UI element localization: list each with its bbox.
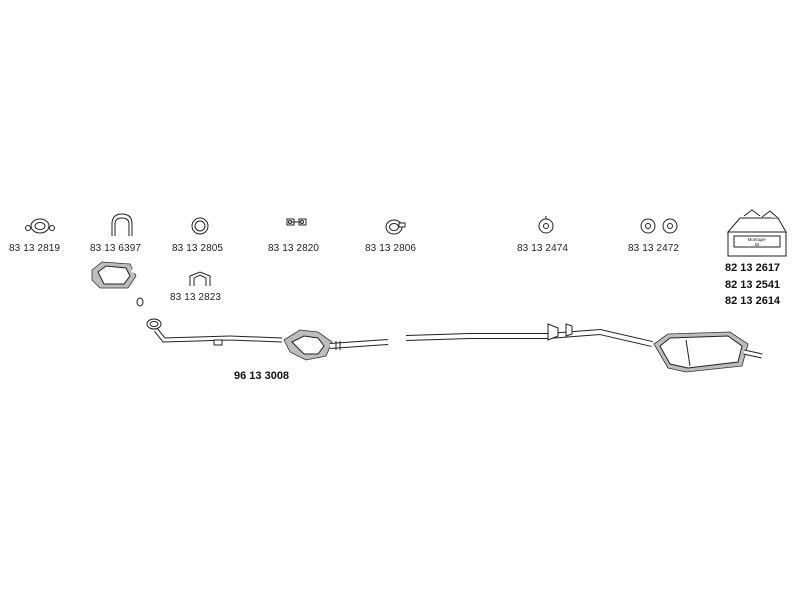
- u-bolt-icon: [111, 213, 133, 236]
- gasket-icon: [191, 217, 209, 235]
- part-number-gasket: 83 13 2805: [172, 243, 224, 254]
- kit-box-text: kit: [755, 242, 760, 247]
- part-number-band-clamp: 83 13 2806: [365, 243, 417, 254]
- front-pipe-catalyst-icon: [146, 318, 389, 361]
- catalyst-icon: [91, 261, 153, 307]
- rubber-mount-icon: [538, 216, 554, 234]
- part-number-u-bolt: 83 13 6397: [90, 243, 142, 254]
- double-mount-icon: [640, 218, 678, 234]
- part-number-bracket: 83 13 2820: [268, 243, 320, 254]
- kit-number-2: 82 13 2541: [725, 279, 781, 291]
- part-number-double-mount: 83 13 2472: [628, 243, 680, 254]
- kit-number-1: 82 13 2617: [725, 262, 781, 274]
- rear-pipe-silencer-icon: [405, 323, 763, 373]
- bracket-icon: [286, 218, 307, 226]
- part-number-rubber-mount: 83 13 2474: [517, 243, 569, 254]
- small-clamp-icon: [189, 271, 211, 286]
- part-number-small-clamp: 83 13 2823: [170, 292, 222, 303]
- ring-clamp-icon: [25, 218, 55, 234]
- part-number-ring-clamp: 83 13 2819: [9, 243, 61, 254]
- kit-number-3: 82 13 2614: [725, 295, 781, 307]
- part-number-front-pipe: 96 13 3008: [234, 370, 290, 382]
- band-clamp-icon: [385, 219, 406, 235]
- kit-box-text: Montage-: [747, 237, 767, 242]
- kit-box-icon: Montage- kit: [726, 209, 787, 257]
